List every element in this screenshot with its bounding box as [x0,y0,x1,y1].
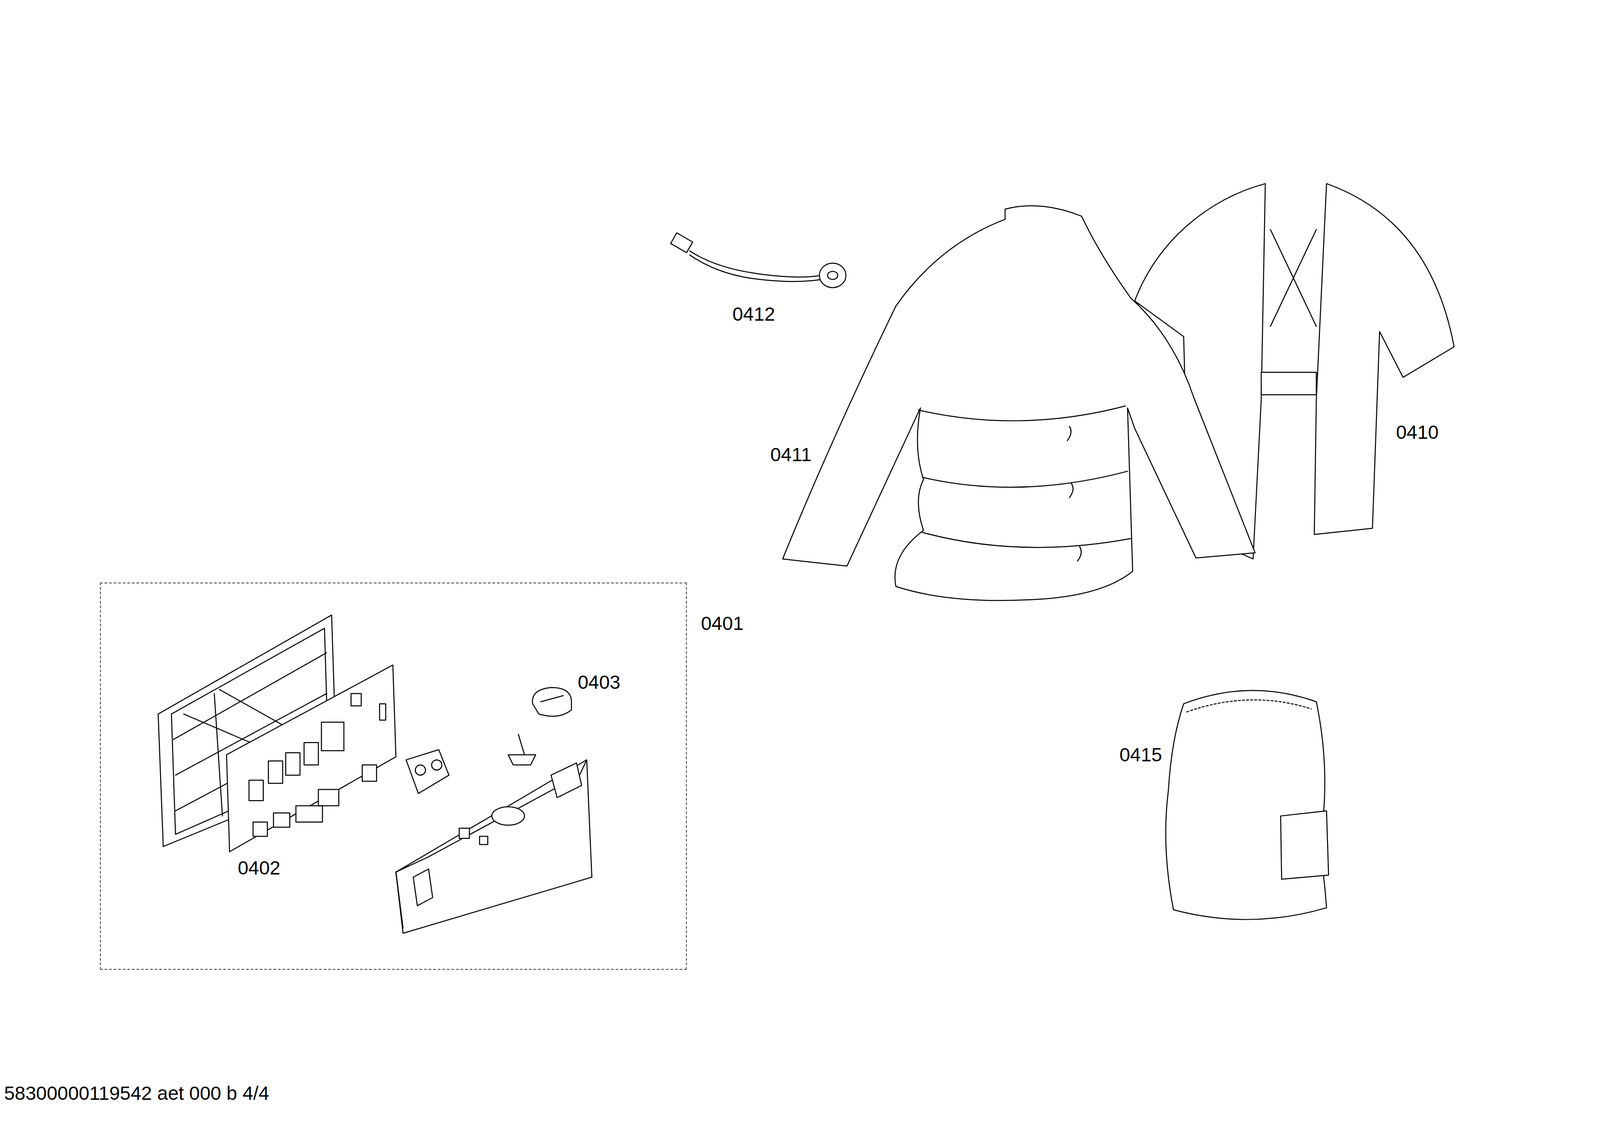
callout-number: 0402 [237,857,281,880]
cover [1165,690,1329,921]
callout-number: 0411 [770,444,812,466]
control-unit-parts [158,615,592,934]
dashed-group-box: 0401 [99,582,687,971]
callout-number: 0410 [1396,421,1439,444]
callout-number: 0401 [700,612,744,635]
callout-number: 0403 [577,671,621,694]
callout-number: 0415 [1119,744,1162,767]
callout-number: 0412 [732,303,775,326]
jacket [782,205,1255,601]
cable-sensor [670,232,846,288]
drawing-number: 58300000119542 aet 000 b 4/4 [4,1082,270,1105]
